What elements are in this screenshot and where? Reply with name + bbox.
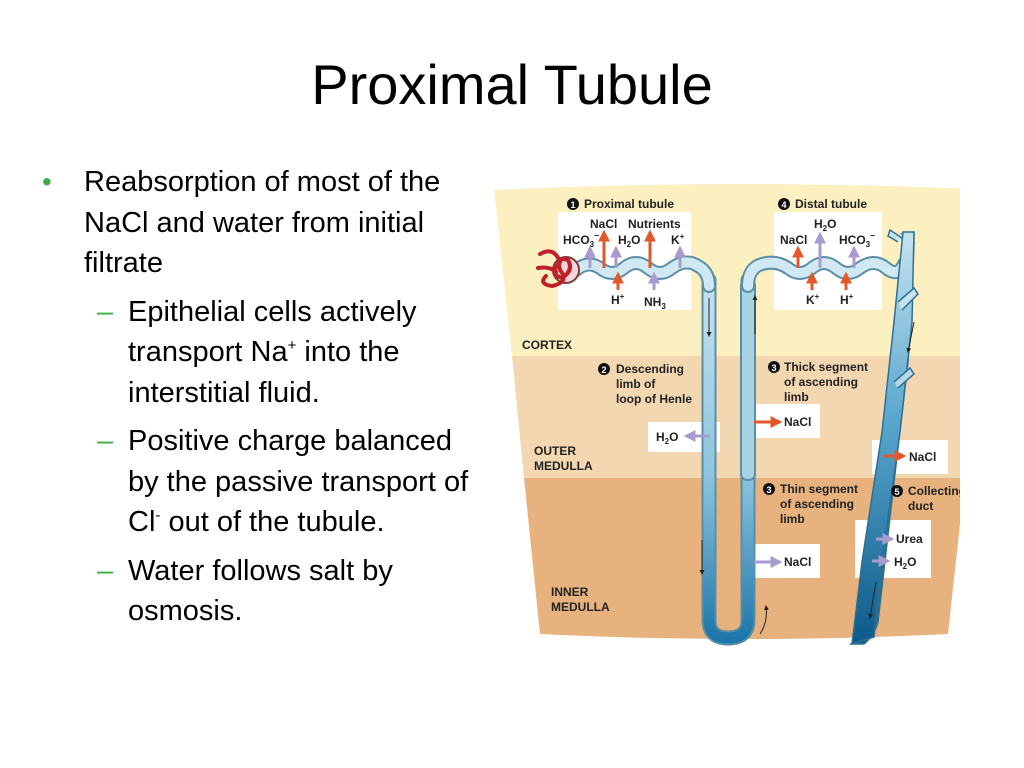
proximal-convoluted-lumen <box>571 257 714 291</box>
substance-label: HCO3– <box>839 230 875 249</box>
substance-label: NaCl <box>590 217 617 231</box>
sub-bullet-text: Epithelial cells actively transport Na <box>128 295 417 369</box>
substance-label: H+ <box>611 292 625 307</box>
step-number-icon <box>768 361 780 373</box>
substance-label: H2O <box>656 430 678 446</box>
substance-label: H2O <box>618 233 640 249</box>
segment-label: Proximal tubule <box>584 197 674 211</box>
substance-label: Nutrients <box>628 217 681 231</box>
thick-segment <box>740 279 756 481</box>
distal-convoluted-lumen <box>743 257 909 291</box>
zone-label-cortex: CORTEX <box>522 338 572 352</box>
outer-medulla-zone <box>512 356 960 478</box>
sub-bullet-text: out of the tubule. <box>160 506 385 538</box>
sub-bullet-item: – Water follows salt by osmosis. <box>40 551 490 632</box>
substance-label: HCO3– <box>563 230 599 249</box>
segment-label: loop of Henle <box>616 392 692 406</box>
dash-icon: – <box>97 295 114 328</box>
segment-label: of ascending <box>780 497 854 511</box>
glomerulus-icon <box>536 249 580 289</box>
superscript: - <box>155 507 161 524</box>
dash-icon: – <box>97 554 114 587</box>
zone-label-outer-medulla: OUTER <box>534 444 576 458</box>
duct-branch <box>887 228 903 243</box>
step-number-icon <box>598 363 610 375</box>
substance-label: NH3 <box>644 295 666 311</box>
segment-label: Thin segment <box>780 482 858 496</box>
sub-bullet-text: Water follows salt by osmosis. <box>128 554 393 628</box>
slide-title: Proximal Tubule <box>311 53 713 116</box>
segment-label: of ascending <box>784 375 858 389</box>
zone-label-inner-medulla-2: MEDULLA <box>551 600 610 614</box>
bullet-item: • Reabsorption of most of the NaCl and w… <box>40 162 490 284</box>
segment-label: Descending <box>616 362 684 376</box>
substance-label: K+ <box>671 232 685 247</box>
flow-arrow <box>759 605 769 635</box>
flow-arrow <box>868 581 877 619</box>
segment-label: limb <box>780 512 805 526</box>
duct-branch <box>893 366 915 389</box>
substance-label: NaCl <box>780 233 807 247</box>
step-number: 3 <box>766 485 771 495</box>
bullet-text: Reabsorption of most of the NaCl and wat… <box>84 166 441 279</box>
segment-label: limb <box>784 390 809 404</box>
sub-bullet-item: – Epithelial cells actively transport Na… <box>40 292 490 414</box>
zone-label-outer-medulla-2: MEDULLA <box>534 459 593 473</box>
substance-label: Urea <box>896 532 923 546</box>
bullet-list: • Reabsorption of most of the NaCl and w… <box>40 162 490 632</box>
substance-label: H2O <box>894 555 916 571</box>
segment-label: Thick segment <box>784 360 868 374</box>
substance-label: NaCl <box>784 555 811 569</box>
sub-bullet-text: into the interstitial fluid. <box>128 336 400 409</box>
step-number-icon <box>763 483 775 495</box>
step-number: 4 <box>781 200 786 210</box>
loop-of-henle-lumen <box>703 274 754 644</box>
superscript: + <box>287 337 297 354</box>
segment-label: Collecting <box>908 484 960 498</box>
substance-label: NaCl <box>784 415 811 429</box>
step-number: 1 <box>570 200 575 210</box>
step-number: 5 <box>894 487 899 497</box>
step-number-icon <box>567 198 579 210</box>
sub-bullet-item: – Positive charge balanced by the passiv… <box>40 421 490 543</box>
step-number: 3 <box>771 363 776 373</box>
segment-label: duct <box>908 499 933 513</box>
nephron-diagram: CORTEX OUTER MEDULLA INNER MEDULLA 1 Pro… <box>494 184 960 646</box>
sub-bullet-text: Positive charge balanced by the passive … <box>128 425 469 538</box>
bullet-dot-icon: • <box>42 166 52 197</box>
substance-label: NaCl <box>909 450 936 464</box>
substance-label: H+ <box>840 292 854 307</box>
step-number: 2 <box>601 365 606 375</box>
substance-label: K+ <box>806 292 820 307</box>
segment-label: limb of <box>616 377 656 391</box>
step-number-icon <box>891 485 903 497</box>
segment-label: Distal tubule <box>795 197 867 211</box>
duct-branch <box>897 286 919 311</box>
zone-label-inner-medulla: INNER <box>551 585 589 599</box>
flow-arrow <box>906 321 915 353</box>
substance-label: H2O <box>814 217 836 233</box>
step-number-icon <box>778 198 790 210</box>
dash-icon: – <box>97 425 114 457</box>
